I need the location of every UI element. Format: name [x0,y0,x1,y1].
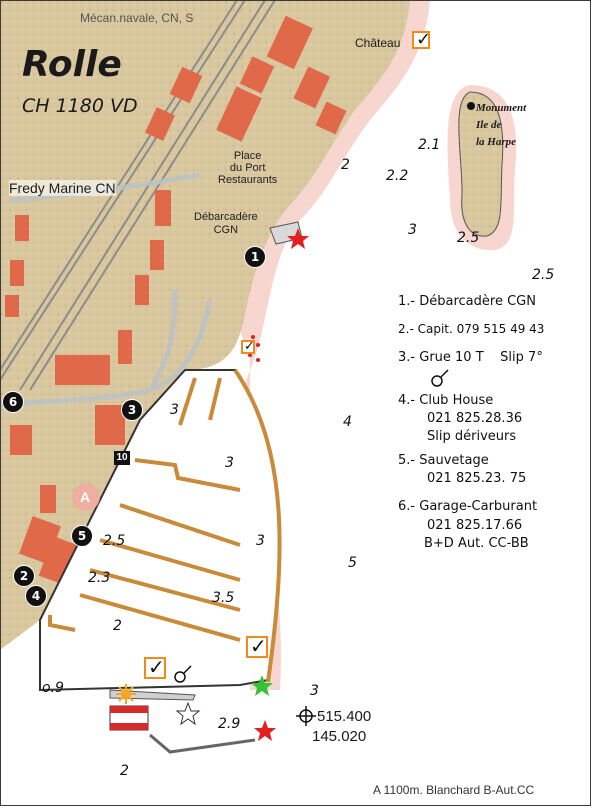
depth-label: 5 [348,555,357,571]
legend-item-6-phone: 021 825.17.66 [427,518,523,533]
star-icon-green [251,675,273,696]
badge-3: 3 [121,399,143,421]
depth-label: 2.5 [457,230,480,246]
chateau-label: Château [355,36,401,50]
sign-10: 10 [114,451,130,465]
coords-line-1: 515.400 [317,708,372,725]
railway [0,0,276,391]
legend-item-6-aut: B+D Aut. CC-BB [424,536,529,551]
breakwater [149,733,256,754]
depth-label: 3 [225,455,234,471]
marker-a-glow [72,483,100,511]
depth-label: 2 [120,763,129,779]
star-icon-outline [175,701,201,726]
legend-item-1: 1.- Débarcadère CGN [398,294,536,309]
badge-6: 6 [2,391,24,413]
map-title: Rolle [22,44,122,85]
buoys [248,335,260,362]
depth-label: 2.9 [218,716,241,732]
check-icon-shore: ✓ [241,339,255,354]
outer-jetty [233,368,282,683]
island [458,91,504,237]
monument-icon [467,102,475,110]
depth-label: 2 [113,618,122,634]
legend-item-4: 4.- Club House [398,393,494,408]
badge-1: 1 [244,246,266,268]
depth-label: 3 [408,222,417,238]
check-icon-south: ✓ [144,655,166,679]
crane-icon [431,369,449,387]
place-du-port-label: Place du Port Restaurants [218,150,278,186]
depth-label: 2.3 [88,570,111,586]
top-label: Mécan.navale, CN, S [80,11,194,25]
depth-label: 3 [256,533,265,549]
debarcadere-label: Débarcadère CGN [194,211,258,236]
legend-item-4-slip: Slip dériveurs [427,429,517,444]
depth-label: 2.5 [103,533,126,549]
depth-label: 3 [310,683,319,699]
legend-item-5-phone: 021 825.23. 75 [427,471,527,486]
pontoons [48,377,241,642]
depth-label: 3 [170,402,179,418]
footer-credit: A 1100m. Blanchard B-Aut.CC [373,783,535,797]
legend-item-5: 5.- Sauvetage [398,453,489,468]
coords-line-2: 145.020 [312,728,367,745]
depth-label: o.9 [42,680,64,696]
south-jetty [109,689,196,701]
monument-label: Monument Ile de la Harpe [476,102,527,148]
legend-item-3: 3.- Grue 10 T Slip 7° [398,350,543,365]
buildings [5,15,347,586]
star-icon-red-1 [287,228,309,249]
depth-label: 2.2 [386,168,409,184]
crane-icon-2 [174,665,192,683]
badge-4: 4 [25,585,47,607]
crosshair-icon [296,706,316,726]
sun-icon [116,684,136,704]
star-icon-red-2 [254,720,276,741]
check-icon-jetty: ✓ [246,634,268,658]
depth-label: 2.1 [418,137,441,153]
depth-label: 2 [341,157,350,173]
badge-2: 2 [13,565,35,587]
legend-item-2: 2.- Capit. 079 515 49 43 [398,322,545,336]
flag-icon [109,705,149,731]
badge-5: 5 [71,525,93,547]
legend-item-4-phone: 021 825.28.36 [427,411,523,426]
depth-label: 2.5 [532,267,555,283]
check-icon-chateau: ✓ [412,29,431,50]
legend-item-6: 6.- Garage-Carburant [398,499,538,514]
fredy-label: Fredy Marine CN [9,180,116,196]
marker-a: A [80,489,91,505]
depth-label: 4 [343,414,352,430]
postal-code: CH 1180 VD [22,95,138,117]
depth-label: 3.5 [212,590,235,606]
